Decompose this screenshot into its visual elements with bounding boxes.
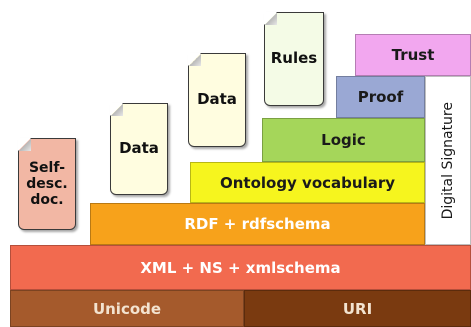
data-document-2: Data: [188, 53, 246, 147]
uri-label: URI: [342, 299, 373, 318]
uri-layer: URI: [244, 290, 471, 327]
logic-layer: Logic: [262, 118, 425, 162]
digital-signature-label: Digital Signature: [440, 101, 456, 220]
proof-label: Proof: [357, 88, 404, 106]
rules-document: Rules: [264, 12, 324, 106]
unicode-layer: Unicode: [10, 290, 244, 327]
xml-layer: XML + NS + xmlschema: [10, 245, 471, 290]
self-desc-doc-label: Self- desc. doc.: [26, 159, 68, 209]
ontology-layer: Ontology vocabulary: [190, 162, 425, 203]
rdf-layer: RDF + rdfschema: [90, 203, 425, 245]
xml-label: XML + NS + xmlschema: [140, 258, 341, 277]
unicode-label: Unicode: [92, 299, 162, 318]
proof-layer: Proof: [336, 76, 425, 118]
data-document-1: Data: [110, 103, 168, 195]
logic-label: Logic: [321, 131, 366, 149]
ontology-label: Ontology vocabulary: [219, 173, 396, 192]
trust-label: Trust: [391, 46, 435, 64]
rules-doc-label: Rules: [270, 49, 318, 68]
self-describing-document: Self- desc. doc.: [18, 138, 76, 230]
data-doc-2-label: Data: [197, 90, 237, 109]
rdf-label: RDF + rdfschema: [184, 215, 331, 233]
trust-layer: Trust: [355, 34, 471, 76]
digital-signature-layer: Digital Signature: [425, 76, 471, 245]
data-doc-1-label: Data: [119, 139, 159, 158]
